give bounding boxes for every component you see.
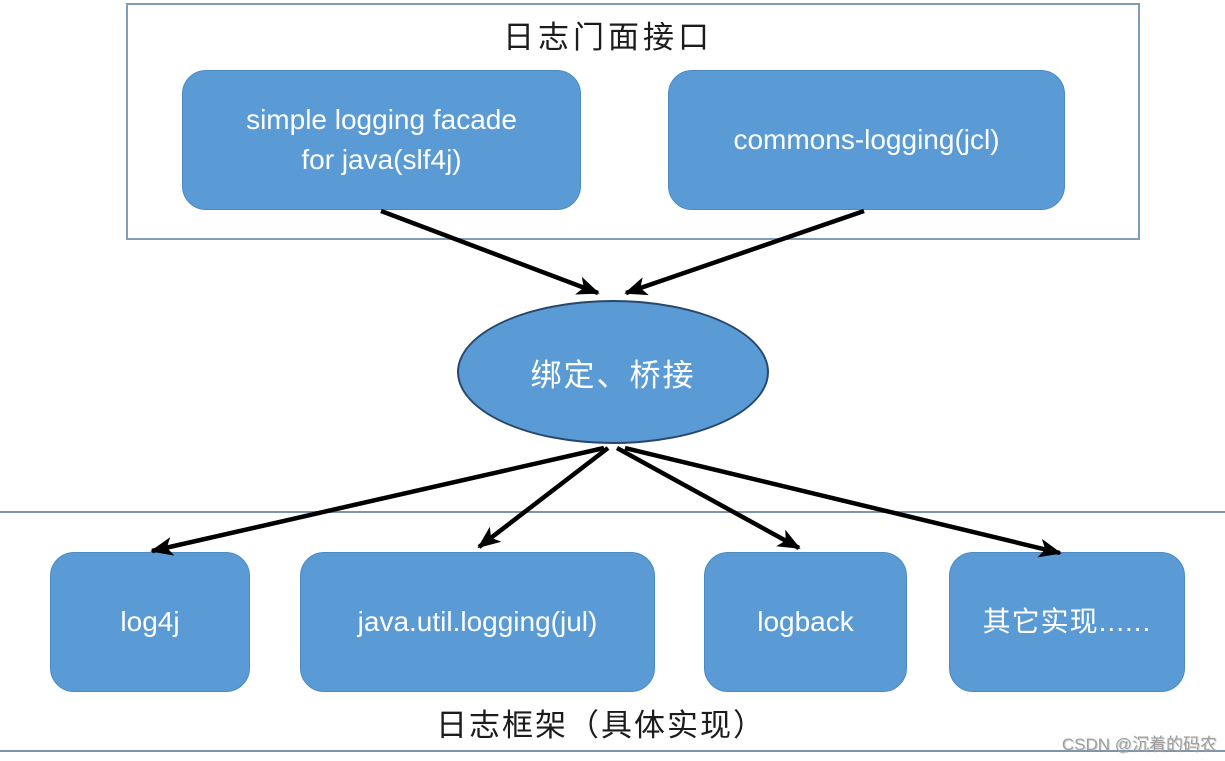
node-slf4j-label-line2: for java(slf4j) (301, 144, 462, 175)
node-jul: java.util.logging(jul) (300, 552, 655, 692)
separator-line-upper (0, 511, 1225, 513)
node-jcl-label: commons-logging(jcl) (733, 124, 1000, 155)
arrow-binding-to-logback (615, 446, 801, 550)
arrow-binding-to-jul (477, 446, 610, 549)
separator-line-lower (0, 750, 1225, 752)
node-other-implementations-label: 其它实现...... (982, 606, 1152, 637)
frameworks-caption: 日志框架（具体实现） (436, 708, 766, 743)
node-other-implementations: 其它实现...... (949, 552, 1185, 692)
node-slf4j: simple logging facade for java(slf4j) (182, 70, 581, 210)
node-slf4j-label-line1: simple logging facade (246, 104, 517, 135)
node-jul-label: java.util.logging(jul) (357, 606, 598, 637)
arrow-binding-to-other (624, 445, 1062, 558)
node-logback: logback (704, 552, 907, 692)
node-binding-bridge-label: 绑定、桥接 (530, 357, 696, 393)
node-binding-bridge: 绑定、桥接 (457, 300, 769, 444)
watermark: CSDN @沉着的码农 (1061, 735, 1217, 754)
node-log4j: log4j (50, 552, 250, 692)
node-logback-label: logback (757, 606, 854, 637)
facade-section-title: 日志门面接口 (503, 20, 713, 55)
arrow-binding-to-log4j (150, 445, 605, 556)
node-jcl: commons-logging(jcl) (668, 70, 1065, 210)
node-log4j-label: log4j (120, 606, 180, 637)
